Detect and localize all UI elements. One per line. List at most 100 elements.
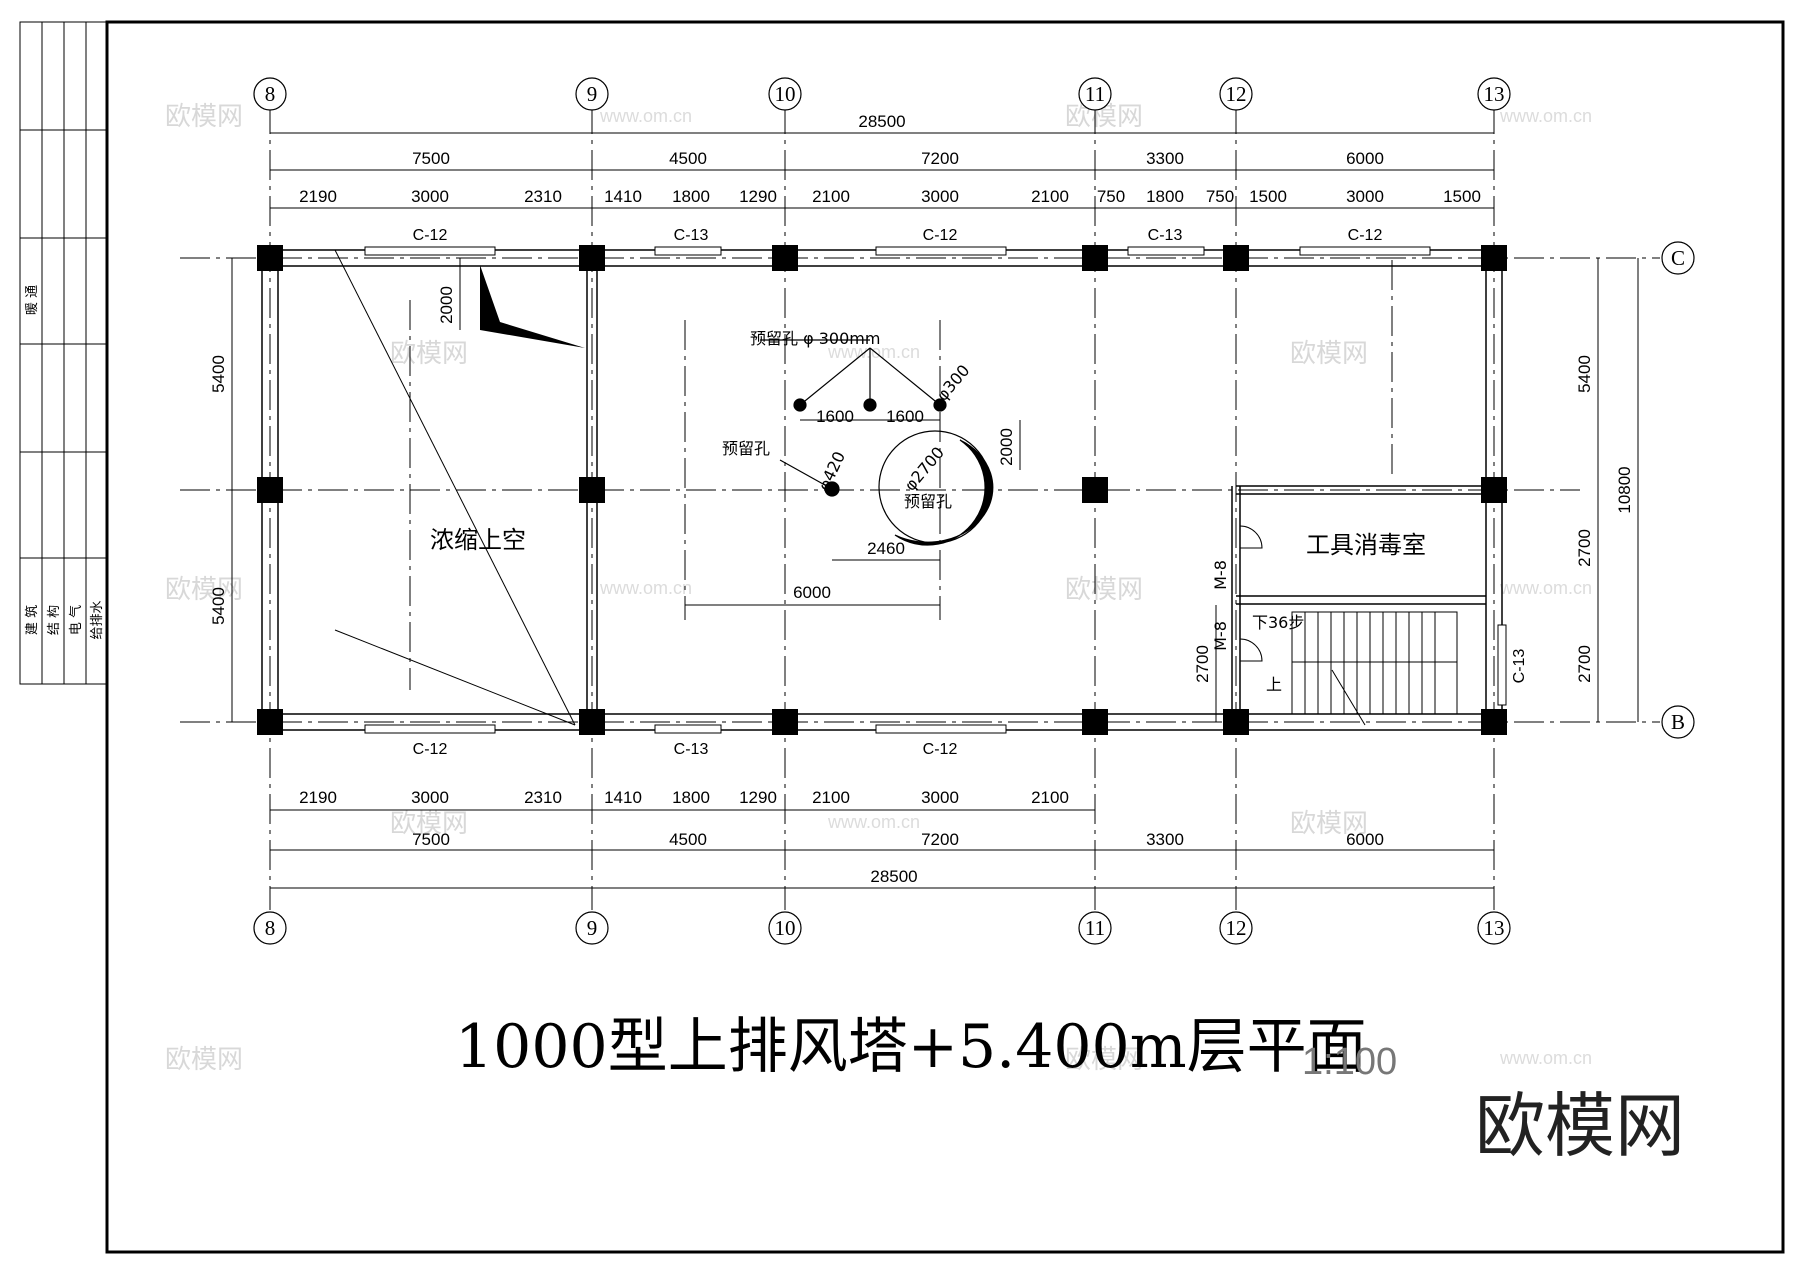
dim-left: 5400 [209,587,228,625]
watermark-brand: 欧模网 [1290,809,1368,839]
axis-lines [180,104,1660,910]
dim-bottom-bay: 4500 [669,830,707,849]
axis-label-col: 13 [1484,82,1505,106]
watermark-brand: 欧模网 [165,1045,243,1075]
dim-bottom-bay: 7500 [412,830,450,849]
axis-label-col: 12 [1226,82,1247,106]
title-block-arch: 建 筑 [24,605,40,635]
dim-right-inner: 2700 [1575,529,1594,567]
axis-label-col: 11 [1085,82,1105,106]
dim-right-inner: 2700 [1575,645,1594,683]
drawing-frame [19,20,1785,1254]
dim-top-bay: 4500 [669,149,707,168]
dim-left: 5400 [209,355,228,393]
drawing-title: 1000型上排风塔+5.400m层平面 [455,1012,1367,1082]
dim-top-detail: 1500 [1443,187,1481,206]
columns [257,245,1507,735]
dim-span: 6000 [793,583,831,602]
note-stair-up: 上 [1266,675,1282,694]
axis-label-col: 12 [1226,916,1247,940]
watermark-url: www.om.cn [599,578,692,598]
watermark-brand: 欧模网 [165,575,243,605]
stair-core [1239,525,1458,726]
door-label: M-8 [1211,560,1230,590]
dim-bottom-detail: 1290 [739,788,777,807]
window-label: C-12 [923,227,958,244]
axis-label-col: 10 [775,916,796,940]
note-holes-300: 预留孔 φ 300mm [750,329,880,348]
window-label: C-12 [1348,227,1383,244]
watermark-url: www.om.cn [827,342,920,362]
watermarks: 欧模网 www.om.cn 欧模网 www.om.cn 欧模网 www.om.c… [165,102,1592,1075]
watermark-brand: 欧模网 [390,809,468,839]
dim-top-detail: 2190 [299,187,337,206]
windows [364,246,1507,734]
axis-label-col: 9 [587,82,598,106]
window-label: C-13 [674,741,709,758]
window-label: C-12 [413,227,448,244]
dim-top-total: 28500 [858,112,905,131]
title-block-hvac: 暖 通 [25,285,40,315]
dim-bottom-detail: 2100 [812,788,850,807]
note-hole-left: 预留孔 [722,439,770,458]
dim-bottom-detail: 3000 [411,788,449,807]
note-stair-down: 下36步 [1252,613,1304,632]
watermark-url: www.om.cn [1499,578,1592,598]
window-label: C-13 [1148,227,1183,244]
dim-top-detail: 3000 [1346,187,1384,206]
title-block-elec: 电 气 [68,605,84,635]
site-logo: 欧模网 [1475,1085,1685,1167]
dim-top-bay: 7500 [412,149,450,168]
dim-top-detail: 3000 [411,187,449,206]
axis-label-col: 10 [775,82,796,106]
dim-bottom-detail: 2100 [1031,788,1069,807]
axis-label-row: B [1671,710,1685,734]
dim-top-detail: 1800 [672,187,710,206]
axis-label-col: 11 [1085,916,1105,940]
dim-hole-gap: 1600 [816,407,854,426]
door-label: M-8 [1211,621,1230,651]
window-label-side: C-13 [1511,649,1528,684]
axis-bubbles [253,77,1695,945]
watermark-brand: 欧模网 [390,339,468,369]
note-hole-dia-420: φ420 [814,448,849,493]
axis-label-col: 8 [265,916,276,940]
dim-top-detail: 2100 [1031,187,1069,206]
window-label: C-12 [413,741,448,758]
dim-hole-vertical: 2000 [997,428,1016,466]
dim-top-detail: 2310 [524,187,562,206]
dim-hole-gap: 1600 [886,407,924,426]
note-big-hole: 预留孔 [904,492,952,511]
dim-top-bay: 7200 [921,149,959,168]
note-hole-dia-300: φ300 [933,361,974,405]
dim-right-inner: 5400 [1575,355,1594,393]
dim-top-bay: 6000 [1346,149,1384,168]
room-label-void: 浓缩上空 [430,526,526,554]
dim-bottom-total: 28500 [870,867,917,886]
dim-hole-horizontal: 2460 [867,539,905,558]
dim-top-detail: 1290 [739,187,777,206]
drawing-scale: 1:100 [1302,1041,1397,1083]
room-label-tool-room: 工具消毒室 [1306,531,1426,559]
dimension-lines [231,132,1639,889]
dim-top-bay: 3300 [1146,149,1184,168]
dim-right-total: 10800 [1615,466,1634,513]
dim-top-detail: 750 [1097,187,1125,206]
dim-top-detail: 1800 [1146,187,1184,206]
dim-top-detail: 2100 [812,187,850,206]
dim-top-detail: 3000 [921,187,959,206]
dim-top-detail: 1410 [604,187,642,206]
dim-bottom-bay: 7200 [921,830,959,849]
axis-label-col: 9 [587,916,598,940]
dim-bottom-bay: 3300 [1146,830,1184,849]
dim-bottom-detail: 2310 [524,788,562,807]
note-big-hole-dia: φ2700 [901,443,949,494]
watermark-url: www.om.cn [1499,1048,1592,1068]
dim-bottom-bay: 6000 [1346,830,1384,849]
dim-stair: 2700 [1193,645,1212,683]
watermark-brand: 欧模网 [1290,339,1368,369]
axis-label-row: C [1671,246,1685,270]
dim-bottom-detail: 1410 [604,788,642,807]
watermark-brand: 欧模网 [165,102,243,132]
